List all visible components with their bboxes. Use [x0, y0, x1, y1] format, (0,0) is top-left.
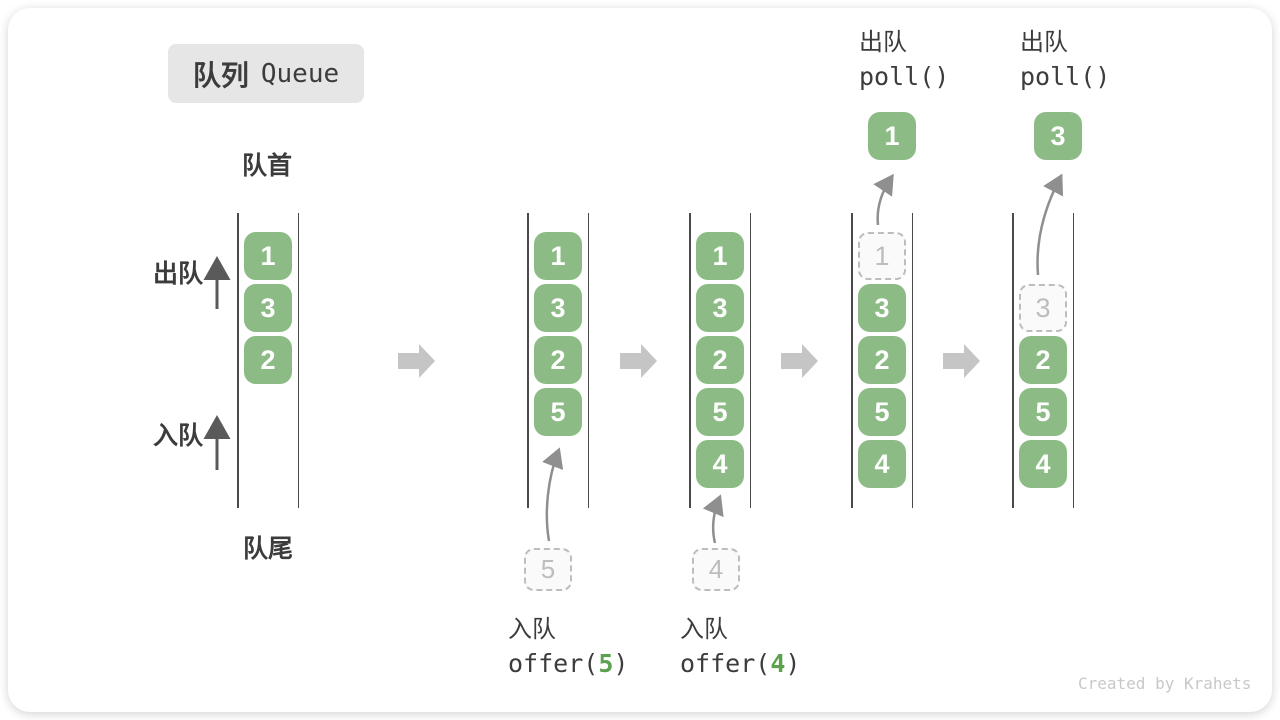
- title-badge: 队列 Queue: [168, 44, 364, 103]
- enqueue-side-label: 入队: [153, 422, 204, 450]
- queue-wall-line: [911, 213, 913, 508]
- queue-item: 3: [858, 284, 906, 332]
- queue-item-removed: 3: [1019, 284, 1067, 332]
- queue-item: 5: [858, 388, 906, 436]
- op-name: 出队: [859, 29, 907, 56]
- queue-item: 2: [534, 336, 582, 384]
- queue-item: 3: [244, 284, 292, 332]
- title-en: Queue: [260, 58, 340, 89]
- queue-wall-line: [1012, 213, 1014, 508]
- queue-item: 4: [1019, 440, 1067, 488]
- op-name: 入队: [508, 616, 556, 643]
- queue-item: 2: [1019, 336, 1067, 384]
- queue-item: 5: [1019, 388, 1067, 436]
- op-code: poll(): [859, 62, 950, 91]
- poll3-op-label: 出队 poll(): [1020, 29, 1111, 91]
- code-open: offer(: [680, 649, 771, 678]
- dequeued-result-box: 3: [1034, 112, 1082, 160]
- code-arg: 4: [770, 649, 786, 678]
- dequeue-side-label: 出队: [153, 260, 204, 288]
- watermark: Created by Krahets: [1078, 674, 1252, 693]
- op-code: offer(5): [508, 651, 628, 676]
- op-name: 入队: [680, 616, 728, 643]
- next-step-arrow-icon: [620, 344, 657, 378]
- code-open: offer(: [508, 649, 599, 678]
- op-code: offer(4): [680, 651, 800, 676]
- queue-item: 1: [534, 232, 582, 280]
- queue-wall-line: [237, 213, 239, 508]
- queue-item: 3: [696, 284, 744, 332]
- queue-item: 4: [696, 440, 744, 488]
- queue-item: 2: [858, 336, 906, 384]
- op-code: poll(): [1020, 62, 1111, 91]
- next-step-arrow-icon: [943, 344, 980, 378]
- queue-item: 2: [696, 336, 744, 384]
- queue-wall-line: [689, 213, 691, 508]
- op-name: 出队: [1020, 29, 1068, 56]
- enqueue5-op-label: 入队 offer(5): [508, 616, 628, 677]
- pending-enqueue-box: 4: [692, 548, 740, 591]
- code-close: ): [613, 649, 629, 678]
- queue-wall-line: [749, 213, 751, 508]
- pending-enqueue-box: 5: [524, 548, 572, 591]
- queue-wall-line: [587, 213, 589, 508]
- queue-wall-line: [527, 213, 529, 508]
- code-arg: 5: [598, 649, 614, 678]
- queue-item: 3: [534, 284, 582, 332]
- next-step-arrow-icon: [398, 344, 435, 378]
- poll1-op-label: 出队 poll(): [859, 29, 950, 91]
- queue-rear-label: 队尾: [243, 535, 294, 563]
- code-close: ): [785, 649, 801, 678]
- queue-item: 5: [696, 388, 744, 436]
- queue-item: 2: [244, 336, 292, 384]
- queue-item: 1: [696, 232, 744, 280]
- queue-front-label: 队首: [242, 152, 293, 180]
- queue-wall-line: [1072, 213, 1074, 508]
- queue-wall-line: [297, 213, 299, 508]
- queue-item: 4: [858, 440, 906, 488]
- enqueue4-op-label: 入队 offer(4): [680, 616, 800, 677]
- queue-item-removed: 1: [858, 232, 906, 280]
- next-step-arrow-icon: [781, 344, 818, 378]
- queue-item: 1: [244, 232, 292, 280]
- queue-item: 5: [534, 388, 582, 436]
- dequeued-result-box: 1: [868, 112, 916, 160]
- title-zh: 队列: [192, 59, 249, 91]
- queue-wall-line: [851, 213, 853, 508]
